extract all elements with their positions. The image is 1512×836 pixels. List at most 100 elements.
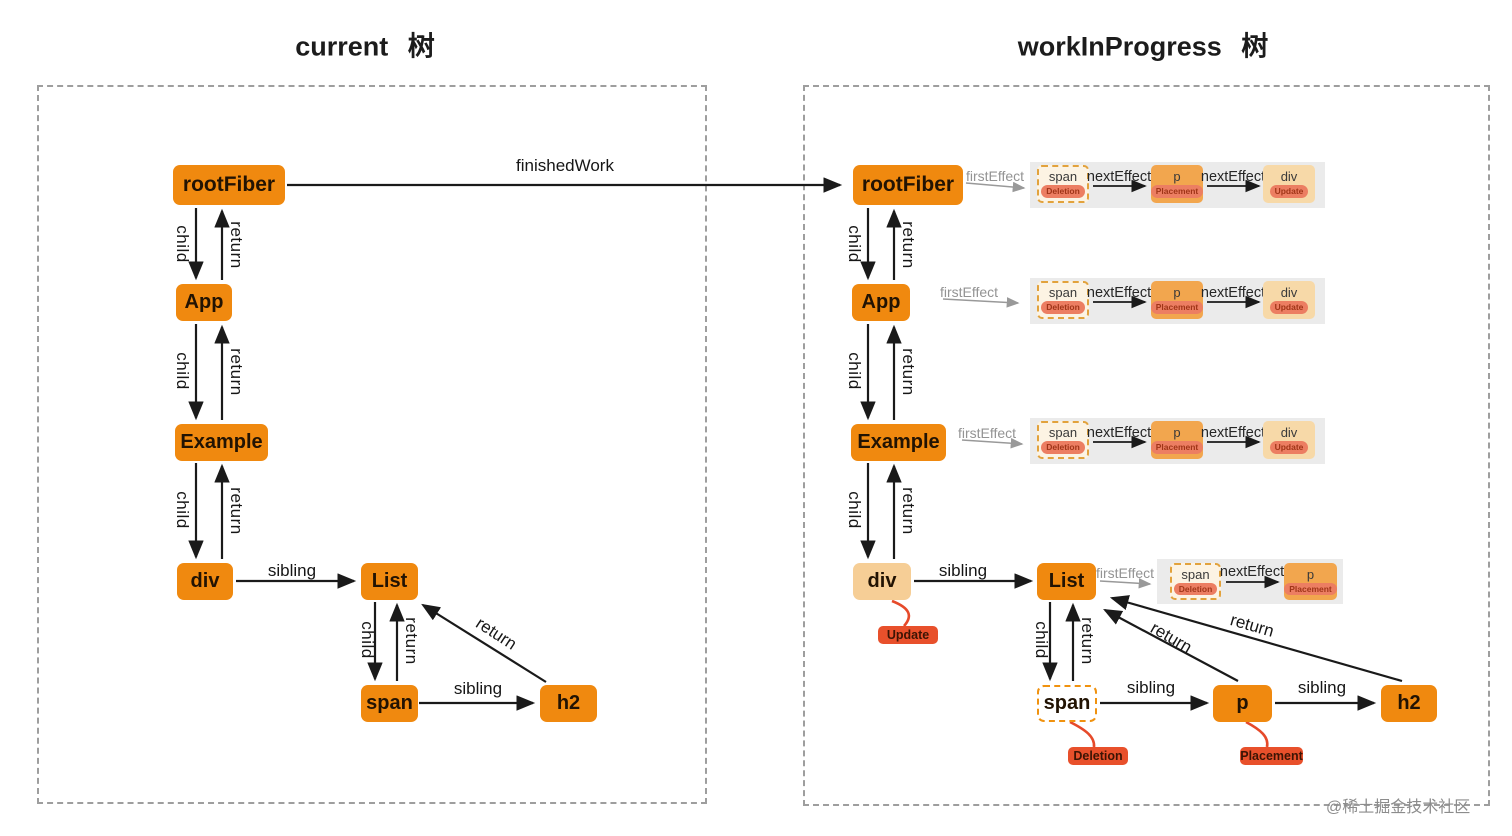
first-effect-label: firstEffect: [957, 425, 1017, 441]
node-label: span: [1043, 692, 1091, 714]
node-label: Example: [857, 431, 940, 453]
tag-label: Update: [886, 628, 930, 642]
node-list: List: [361, 563, 418, 600]
node-example: Example: [175, 424, 268, 461]
node-list-wip: List: [1037, 563, 1096, 600]
effect-node-span: span Deletion: [1037, 421, 1089, 459]
next-effect-label: nextEffect: [1086, 285, 1152, 301]
deletion-badge: Deletion: [1041, 441, 1085, 454]
tag-label: Deletion: [1073, 749, 1123, 763]
deletion-badge: Deletion: [1041, 185, 1085, 198]
effect-node-span: span Deletion: [1170, 563, 1221, 600]
sibling-label: sibling: [453, 679, 503, 698]
placement-badge: Placement: [1284, 582, 1337, 596]
node-p-wip: p: [1213, 685, 1272, 722]
deletion-badge: Deletion: [1173, 582, 1218, 596]
return-label: return: [227, 487, 246, 535]
effect-node-label: span: [1048, 285, 1078, 301]
next-effect-label: nextEffect: [1200, 285, 1266, 301]
update-badge: Update: [1269, 185, 1309, 198]
node-label: List: [371, 570, 408, 592]
node-label: App: [861, 291, 901, 313]
node-rootfiber-wip: rootFiber: [853, 165, 963, 205]
node-rootfiber: rootFiber: [173, 165, 285, 205]
left-tree-title: current 树: [295, 31, 435, 62]
node-label: div: [867, 570, 897, 592]
child-label: child: [358, 621, 377, 659]
node-app-wip: App: [852, 284, 910, 321]
effect-node-p: p Placement: [1150, 421, 1204, 459]
node-label: Example: [180, 431, 263, 453]
node-app: App: [176, 284, 232, 321]
child-label: child: [173, 225, 192, 263]
placement-badge: Placement: [1150, 301, 1204, 314]
node-h2: h2: [540, 685, 597, 722]
child-label: child: [845, 352, 864, 390]
sibling-label: sibling: [1126, 678, 1176, 697]
sibling-label: sibling: [267, 561, 317, 580]
effect-node-p: p Placement: [1150, 165, 1204, 203]
effect-node-label: div: [1280, 425, 1298, 441]
effect-node-label: div: [1280, 169, 1298, 185]
effect-node-label: p: [1173, 425, 1181, 441]
effect-node-label: p: [1173, 285, 1181, 301]
node-div: div: [177, 563, 233, 600]
child-label: child: [845, 225, 864, 263]
next-effect-label: nextEffect: [1086, 169, 1152, 185]
first-effect-arrows: [942, 181, 1152, 589]
next-effect-label: nextEffect: [1086, 425, 1152, 441]
return-label: return: [1078, 617, 1097, 665]
return-label: return: [227, 348, 246, 396]
node-label: rootFiber: [861, 173, 955, 196]
effect-node-label: p: [1306, 566, 1315, 582]
right-tree-title: workInProgress 树: [1017, 31, 1269, 62]
placement-tag: Placement: [1240, 747, 1303, 765]
effect-node-label: span: [1048, 425, 1078, 441]
next-effect-label: nextEffect: [1200, 425, 1266, 441]
return-label: return: [899, 221, 918, 269]
child-label: child: [173, 491, 192, 529]
effect-node-div: div Update: [1263, 165, 1315, 203]
update-tag: Update: [878, 626, 938, 644]
finished-work-label: finishedWork: [516, 156, 614, 175]
update-badge: Update: [1269, 441, 1309, 454]
return-label: return: [227, 221, 246, 269]
node-label: span: [366, 692, 413, 714]
placement-badge: Placement: [1150, 441, 1204, 454]
effect-node-span: span Deletion: [1037, 165, 1089, 203]
effect-node-div: div Update: [1263, 281, 1315, 319]
next-effect-label: nextEffect: [1200, 169, 1266, 185]
node-label: h2: [556, 692, 581, 714]
effect-node-p: p Placement: [1150, 281, 1204, 319]
effect-node-div: div Update: [1263, 421, 1315, 459]
node-span-wip: span: [1037, 685, 1097, 722]
next-effect-arrows: [1093, 179, 1280, 589]
current-tree-frame: [37, 85, 707, 804]
tag-label: Placement: [1240, 749, 1303, 763]
sibling-label: sibling: [938, 561, 988, 580]
node-div-wip: div: [853, 563, 911, 600]
update-badge: Update: [1269, 301, 1309, 314]
return-label: return: [402, 617, 421, 665]
node-label: h2: [1397, 692, 1421, 714]
first-effect-label: firstEffect: [965, 168, 1025, 184]
first-effect-label: firstEffect: [939, 284, 999, 300]
effect-node-label: div: [1280, 285, 1298, 301]
node-label: List: [1048, 570, 1085, 592]
deletion-tag: Deletion: [1068, 747, 1128, 765]
return-label: return: [899, 487, 918, 535]
first-effect-label: firstEffect: [1095, 565, 1155, 581]
effect-node-span: span Deletion: [1037, 281, 1089, 319]
child-label: child: [173, 352, 192, 390]
workinprogress-tree-arrows: [860, 208, 1403, 711]
effect-node-p: p Placement: [1284, 563, 1337, 600]
effect-node-label: p: [1173, 169, 1181, 185]
sibling-label: sibling: [1297, 678, 1347, 697]
deletion-badge: Deletion: [1041, 301, 1085, 314]
next-effect-label: nextEffect: [1219, 564, 1285, 580]
placement-badge: Placement: [1150, 185, 1204, 198]
effect-tag-connectors: [891, 599, 1269, 748]
node-label: p: [1236, 692, 1249, 714]
